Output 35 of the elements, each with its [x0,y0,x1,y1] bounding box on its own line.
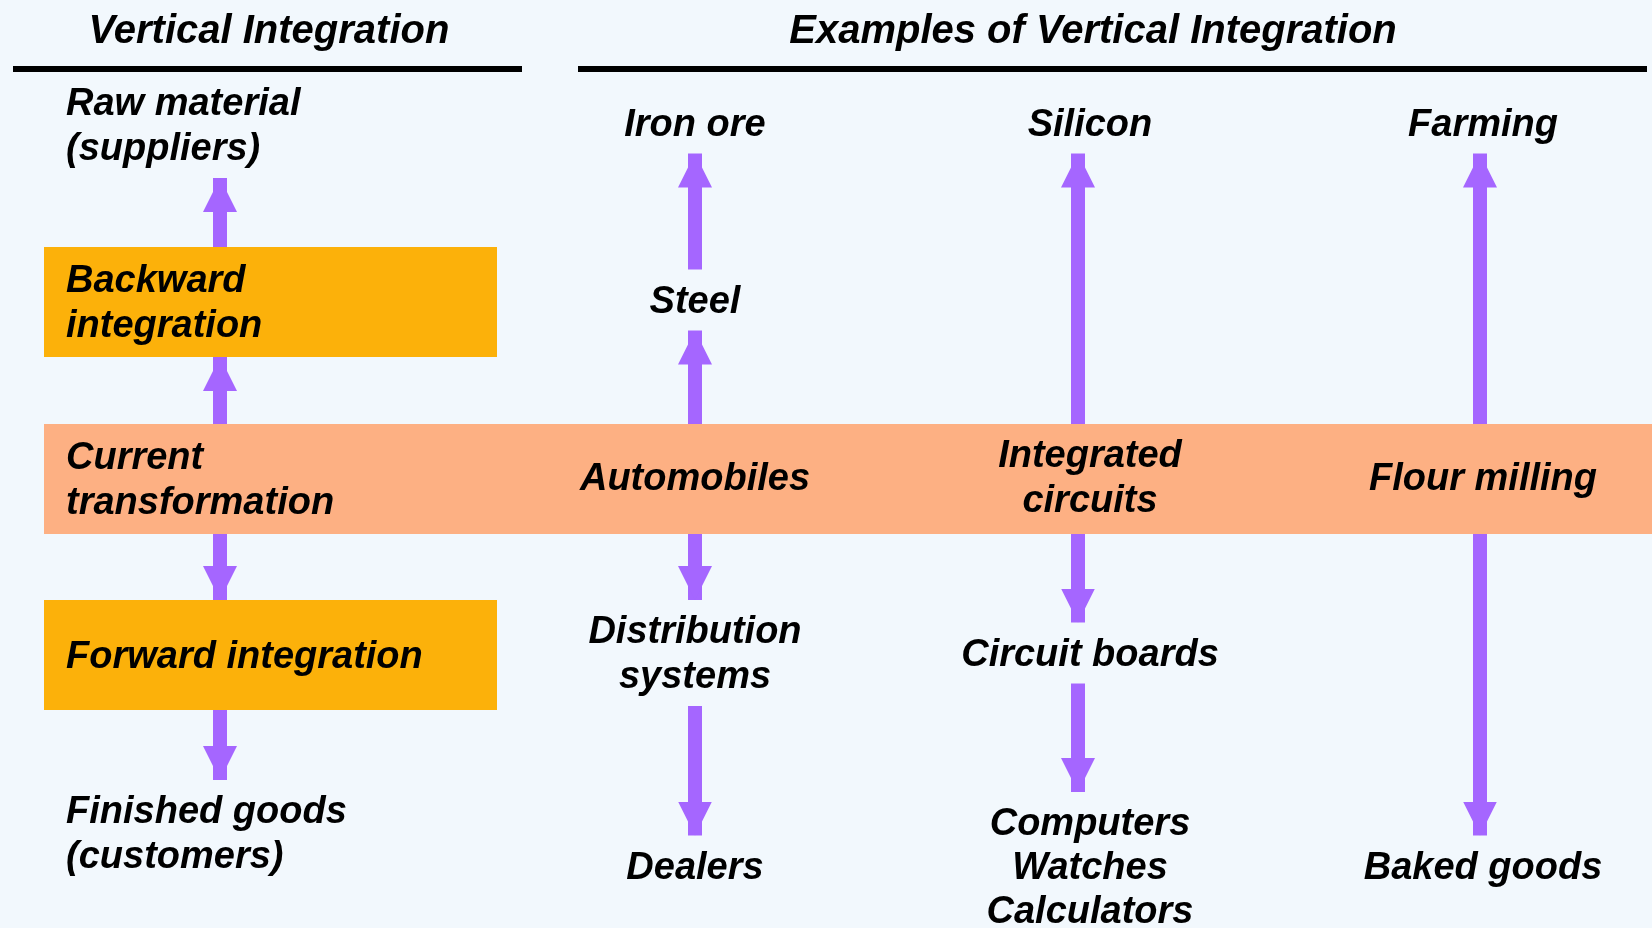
arrow [1061,534,1095,623]
arrow [1061,153,1095,424]
arrow [1463,534,1497,836]
stage-label: Iron ore [624,100,766,146]
arrow [1061,683,1095,792]
stage-label: Baked goods [1363,843,1603,889]
stage-label: Farming [1408,100,1558,146]
stage-label: Circuit boards [961,630,1219,676]
stage-label: Automobiles [579,454,811,500]
arrow [678,153,712,270]
arrow [203,178,237,247]
stage-label: Raw material (suppliers) [66,80,326,170]
heading: Examples of Vertical Integration [789,6,1397,52]
arrow [678,534,712,600]
box-label: Forward integration [66,632,424,678]
arrow [678,330,712,424]
integration-box [44,600,497,710]
arrow [203,710,237,780]
integration-box [44,247,497,357]
box-label: Backward integration [66,257,264,347]
arrow [203,534,237,600]
stage-label: Computers Watches Calculators [986,800,1194,928]
stage-label: Integrated circuits [980,432,1200,522]
band [44,424,1652,534]
arrow [203,357,237,424]
stage-label: Dealers [626,843,764,889]
stage-label: Distribution systems [570,608,820,698]
stage-label: Steel [649,277,741,323]
stage-label: Silicon [1027,100,1153,146]
heading: Vertical Integration [88,6,450,52]
arrow [678,706,712,836]
stage-label: Finished goods (customers) [66,788,386,878]
box-label: Current transformation [66,434,336,524]
stage-label: Flour milling [1369,454,1597,500]
arrow [1463,153,1497,424]
